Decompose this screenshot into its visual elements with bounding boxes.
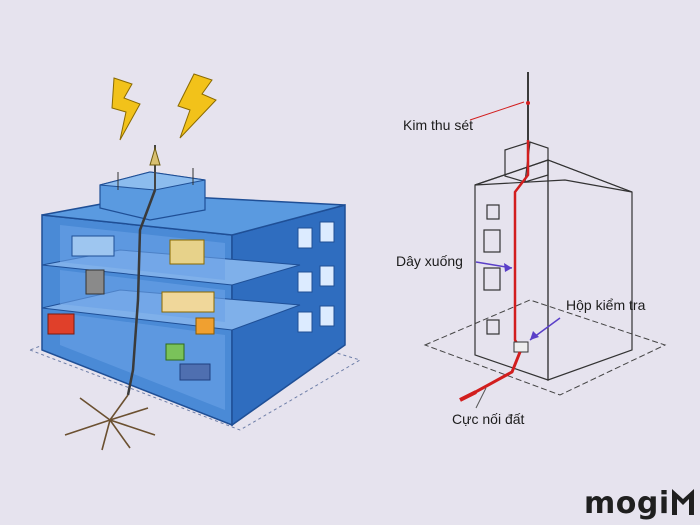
lightning-bolt-icon: [177, 73, 217, 139]
ground-electrode-star: [64, 394, 156, 451]
label-down-conductor: Dây xuống: [396, 253, 463, 269]
brand-logo-icon: [672, 489, 694, 515]
pointer-ground-electrode: [475, 387, 487, 409]
test-box: [513, 341, 529, 353]
lightning-bolt-icon: [111, 77, 141, 141]
label-ground-electrode: Cực nối đất: [452, 411, 525, 427]
brand-logo-text: mogi: [584, 486, 670, 521]
cutaway-building-illustration: [28, 73, 362, 451]
ground-electrode-line: [469, 351, 522, 397]
label-air-terminal: Kim thu sét: [403, 117, 474, 133]
schematic-building-diagram: [423, 141, 667, 396]
pointer-air-terminal: [469, 101, 525, 121]
label-test-box: Hộp kiểm tra: [566, 297, 646, 313]
